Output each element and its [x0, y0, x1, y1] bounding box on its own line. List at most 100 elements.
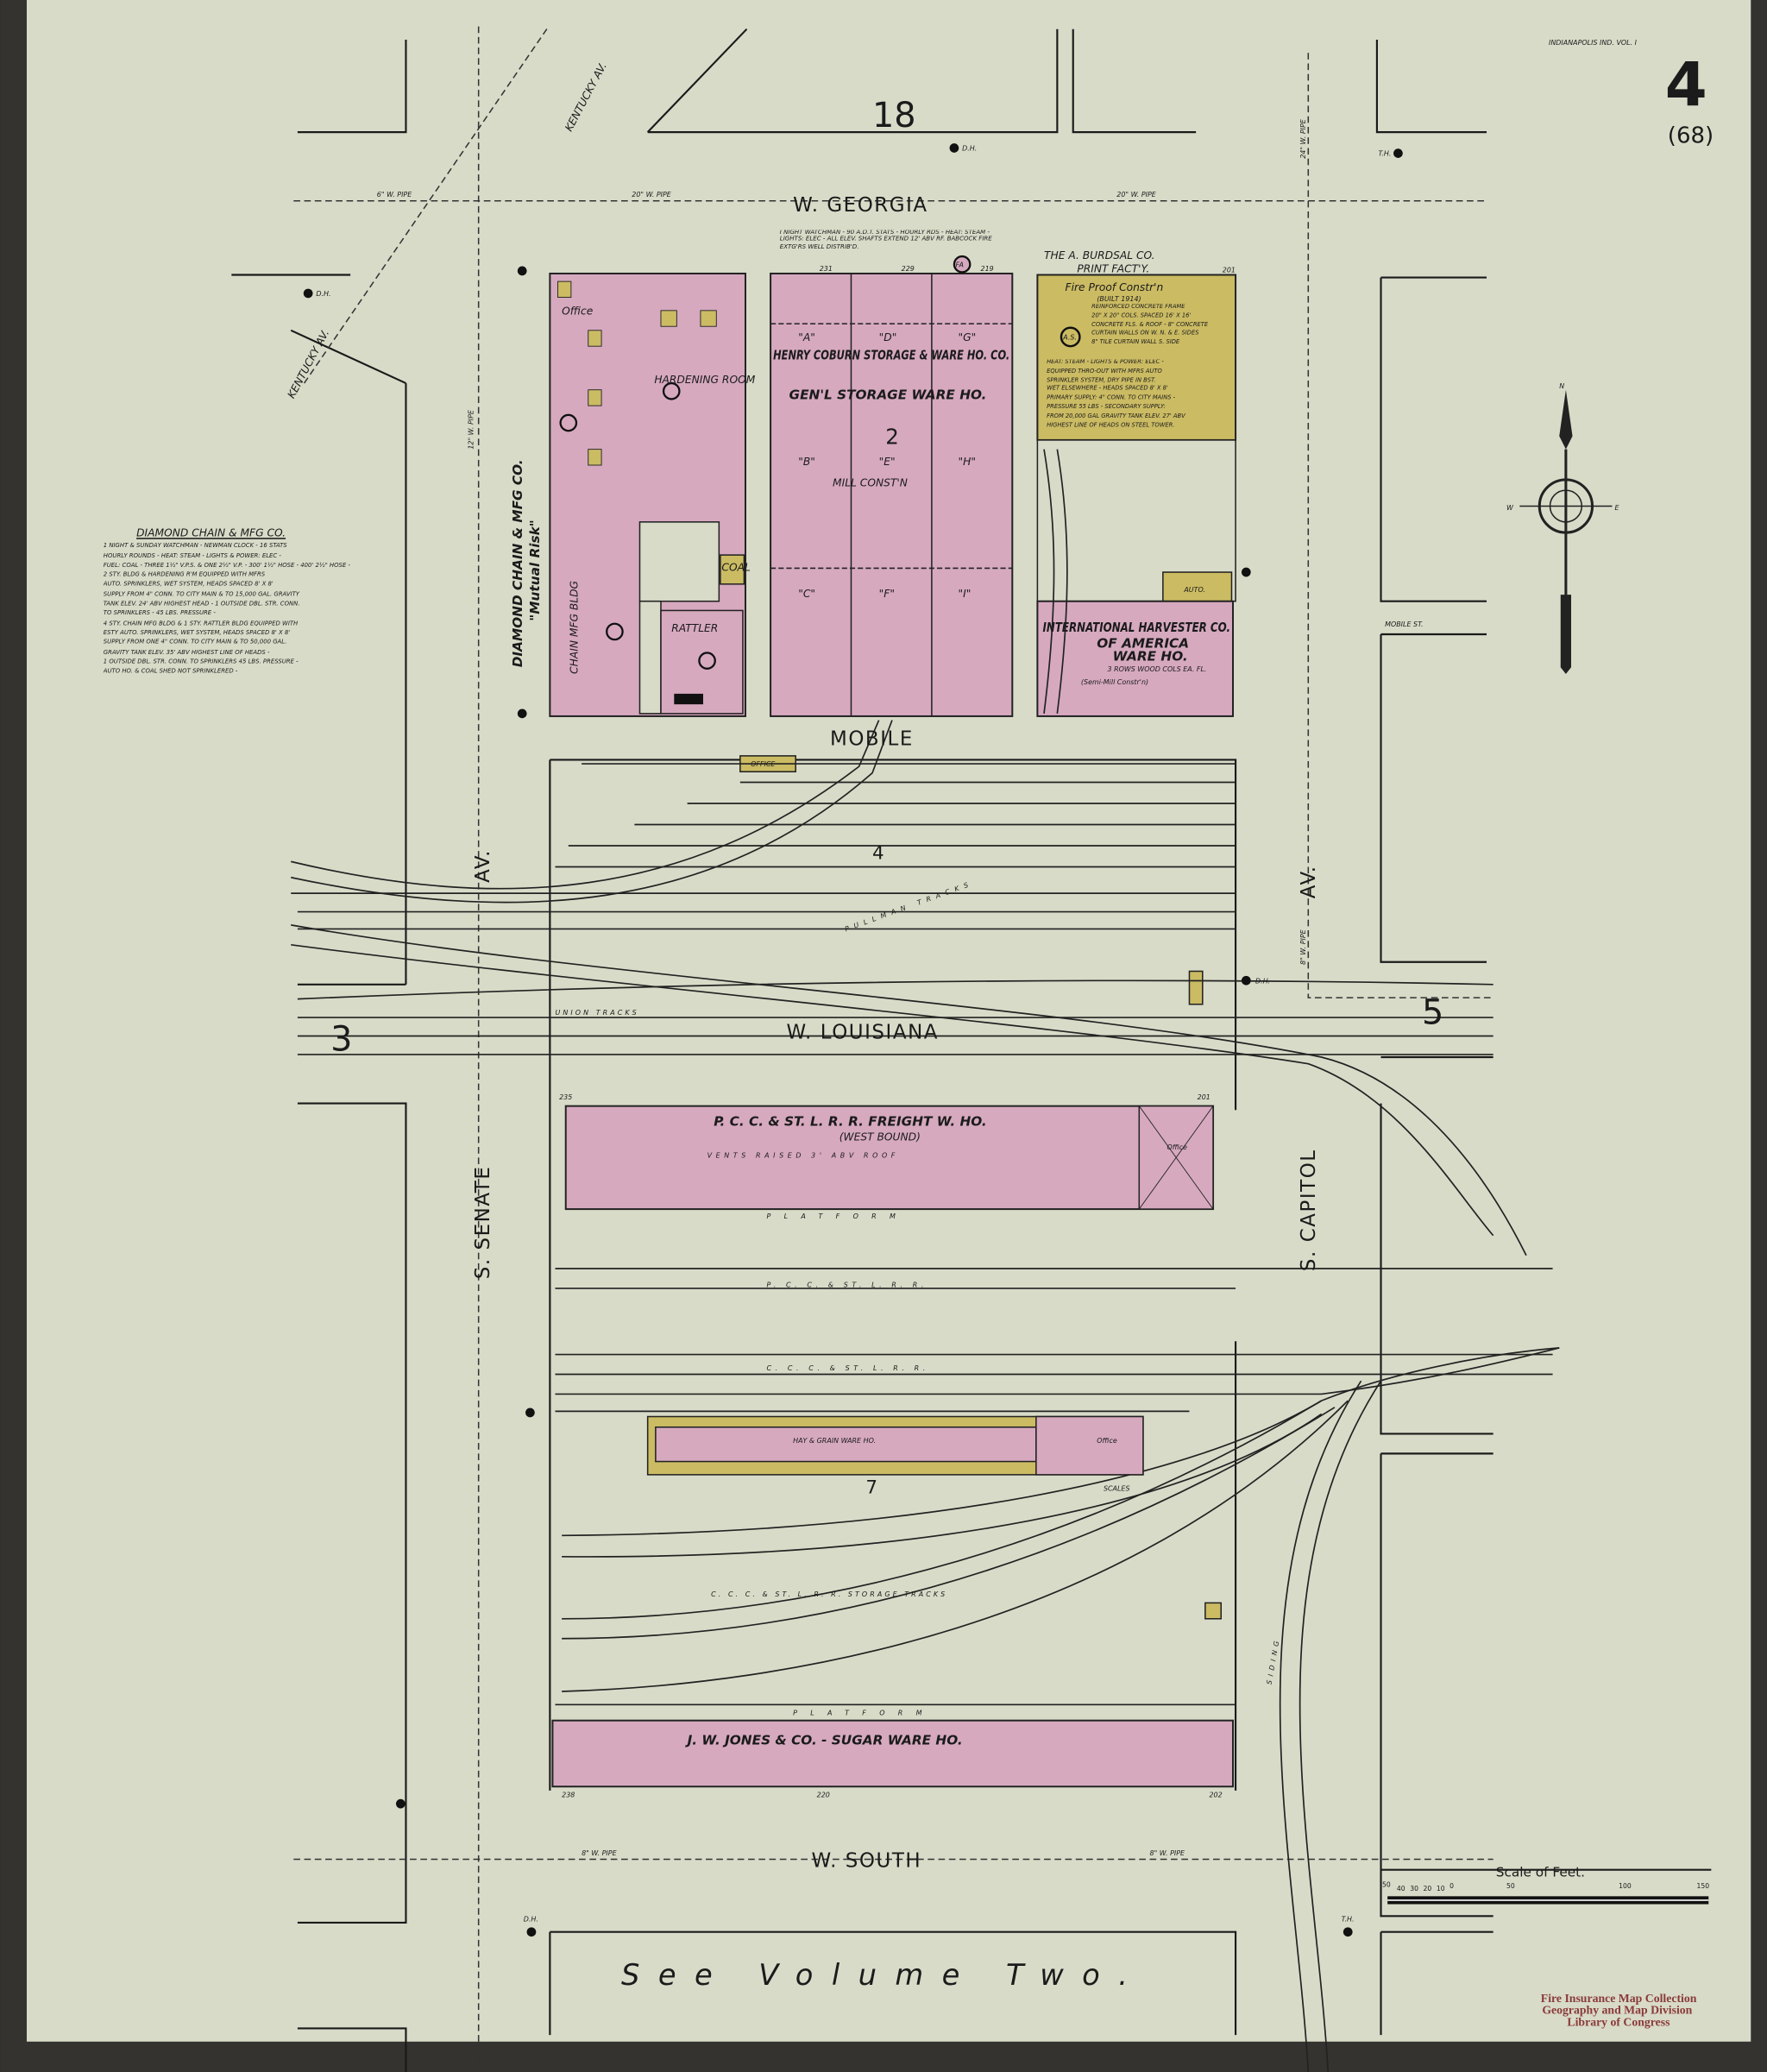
- block-number-7: 7: [865, 1477, 877, 1498]
- rattler-label: RATTLER: [671, 622, 718, 634]
- diamond-note-line: FUEL: COAL - THREE 1½" V.P.S. & ONE 2½" …: [103, 563, 350, 570]
- burdsal-note: SPRINKLER SYSTEM, DRY PIPE IN BST.: [1047, 377, 1156, 384]
- diamond-note-line: SUPPLY FROM 4" CONN. TO CITY MAIN & TO 1…: [103, 591, 300, 599]
- diamond-note-line: HOURLY ROUNDS - HEAT: STEAM - LIGHTS & P…: [103, 552, 281, 560]
- burdsal-note: PRIMARY SUPPLY: 4" CONN. TO CITY MAINS -: [1047, 395, 1176, 402]
- coal-label: COAL: [721, 562, 751, 574]
- freight-name: P. C. C. & ST. L. R. R. FREIGHT W. HO.: [714, 1114, 987, 1130]
- coburn-sub: GEN'L STORAGE WARE HO.: [789, 387, 987, 402]
- street-w-georgia: W. GEORGIA: [793, 194, 928, 217]
- as-badge: A.S.: [1062, 334, 1077, 342]
- burdsal-construction: Fire Proof Constr'n: [1066, 281, 1164, 293]
- section-e: "E": [879, 456, 896, 468]
- see-volume-two: See Volume Two.: [621, 1958, 1146, 1992]
- hardening-room-label: HARDENING ROOM: [654, 374, 755, 386]
- jones-address: 220: [817, 1792, 830, 1799]
- compass-n: N: [1559, 382, 1564, 390]
- diamond-office-label: Office: [562, 305, 593, 317]
- mill-const-label: MILL CONST'N: [833, 477, 908, 489]
- library-stamp: Fire Insurance Map Collection Geography …: [1541, 1992, 1697, 2029]
- scale-tick: 100: [1619, 1882, 1632, 1890]
- street-s-capitol: S. CAPITOL: [1298, 1149, 1320, 1271]
- freight-sub: (WEST BOUND): [839, 1130, 921, 1143]
- scale-tick: 50: [1506, 1882, 1515, 1890]
- open-yard: [1036, 439, 1236, 602]
- hydrant-label: T.H.: [1342, 1915, 1355, 1923]
- street-av-left: AV.: [472, 849, 494, 883]
- stamp-line: Geography and Map Division: [1542, 2004, 1692, 2017]
- freight-office: Office: [1166, 1143, 1187, 1151]
- street-mobile-st: MOBILE ST.: [1385, 620, 1423, 628]
- burdsal-note: FROM 20,000 GAL GRAVITY TANK ELEV. 27' A…: [1047, 413, 1185, 420]
- diamond-note-line: 4 STY. CHAIN MFG BLDG & 1 STY. RATTLER B…: [103, 620, 299, 627]
- water-pipes: [293, 26, 1493, 2062]
- harvester-sub: WARE HO.: [1113, 649, 1188, 664]
- fa-badge: FA: [955, 261, 964, 268]
- pipe-label: 20" W. PIPE: [632, 191, 672, 198]
- coburn-note: I NIGHT WATCHMAN - 90 A.D.T. STATS - HOU…: [779, 230, 992, 251]
- pipe-label: 20" W. PIPE: [1116, 191, 1157, 198]
- diamond-note-line: TO SPRINKLERS - 45 LBS. PRESSURE -: [103, 611, 216, 618]
- jones-platform: PLATFORM: [793, 1710, 935, 1717]
- hydrants: [303, 143, 1403, 1937]
- address-219: 219: [981, 265, 994, 273]
- burdsal-note: EQUIPPED THRO-OUT WITH MFRS AUTO: [1047, 368, 1162, 375]
- hydrant-label: D.H.: [1255, 977, 1270, 985]
- street-w-south: W. SOUTH: [812, 1850, 922, 1873]
- pipe-label: 24" W. PIPE: [1299, 118, 1307, 159]
- storage-tracks-label: C. C. C. & ST. L. R. R. STORAGE TRACKS: [711, 1590, 947, 1598]
- coburn-fire-note: I NIGHT WATCHMAN - 90 A.D.T. STATS - HOU…: [779, 230, 992, 251]
- street-w-louisiana: W. LOUISIANA: [786, 1022, 939, 1044]
- scale-tick: 150: [1696, 1882, 1709, 1890]
- scale-tick: 50: [1382, 1881, 1391, 1889]
- building-hay-grain: HAY & GRAIN WARE HO. Office SCALES: [646, 1415, 1144, 1492]
- jones-address: 238: [562, 1792, 575, 1799]
- pipe-label: 8" W. PIPE: [1150, 1849, 1185, 1857]
- small-shed: [1188, 970, 1204, 1005]
- burdsal-note: WET ELSEWHERE - HEADS SPACED 8' X 8': [1047, 386, 1168, 394]
- diamond-note-line: AUTO. SPRINKLERS, WET SYSTEM, HEADS SPAC…: [103, 582, 274, 589]
- burdsal-note: 8" TILE CURTAIN WALL S. SIDE: [1091, 339, 1180, 347]
- diamond-chain-sub: "Mutual Risk": [527, 520, 543, 620]
- diamond-note-line: TANK ELEV. 24' ABV HIGHEST HEAD - 1 OUTS…: [103, 601, 300, 608]
- pipe-label: 12" W. PIPE: [468, 409, 475, 450]
- street-mobile: MOBILE: [830, 728, 914, 751]
- freight-address: 201: [1198, 1093, 1210, 1101]
- hydrant-label: D.H.: [524, 1915, 538, 1923]
- block-number-2: 2: [885, 425, 899, 450]
- small-shed: [1204, 1602, 1222, 1620]
- pipe-label: 8" W. PIPE: [582, 1849, 617, 1857]
- burdsal-note: HEAT: STEAM - LIGHTS & POWER: ELEC -: [1047, 359, 1164, 367]
- burdsal-note: CONCRETE FLS. & ROOF - 8" CONCRETE: [1091, 322, 1209, 329]
- freight-platform: PLATFORM: [766, 1212, 909, 1220]
- burdsal-note: REINFORCED CONCRETE FRAME: [1091, 304, 1185, 311]
- scale-title: Scale of Feet.: [1496, 1864, 1585, 1880]
- hydrant-label: D.H.: [962, 145, 977, 153]
- burdsal-note: CURTAIN WALLS ON W. N. & E. SIDES: [1091, 331, 1199, 338]
- freight-roof: VENTS RAISED 3' ABV ROOF: [707, 1151, 899, 1159]
- sheet-alt-number: (68): [1668, 123, 1714, 148]
- harvester-name: INTERNATIONAL HARVESTER CO.: [1043, 620, 1230, 635]
- section-i: "I": [959, 588, 972, 600]
- burdsal-address: 201: [1223, 266, 1236, 274]
- ccc-tracks-label: C. C. C. & ST. L. R. R.: [766, 1364, 928, 1372]
- hay-grain-name: HAY & GRAIN WARE HO.: [793, 1437, 876, 1445]
- scale-tick: 0: [1449, 1882, 1454, 1890]
- diamond-note-line: GRAVITY TANK ELEV. 35' ABV HIGHEST LINE …: [103, 649, 270, 657]
- diamond-chain-name: DIAMOND CHAIN & MFG CO.: [510, 459, 525, 667]
- hydrant-label: T.H.: [1378, 150, 1391, 158]
- section-h: "H": [959, 456, 976, 468]
- scales-label: SCALES: [1104, 1484, 1130, 1492]
- burdsal-note: PRESSURE 55 LBS - SECONDARY SUPPLY:: [1047, 404, 1166, 412]
- building-international-harvester: AUTO. INTERNATIONAL HARVESTER CO. OF AME…: [1036, 571, 1235, 717]
- as-badge-ring: [1060, 326, 1081, 348]
- harvester-construction: (Semi-Mill Constr'n): [1081, 678, 1148, 686]
- diamond-note-line: ESTY AUTO. SPRINKLERS, WET SYSTEM, HEADS…: [103, 630, 291, 638]
- scale-tick: 30: [1410, 1885, 1418, 1893]
- scale-tick: 20: [1424, 1885, 1432, 1893]
- jones-name: J. W. JONES & CO. - SUGAR WARE HO.: [685, 1732, 963, 1748]
- building-jones-sugar: J. W. JONES & CO. - SUGAR WARE HO. PLATF…: [551, 1710, 1235, 1799]
- diamond-note-line: 1 OUTSIDE DBL. STR. CONN. TO SPRINKLERS …: [103, 658, 299, 666]
